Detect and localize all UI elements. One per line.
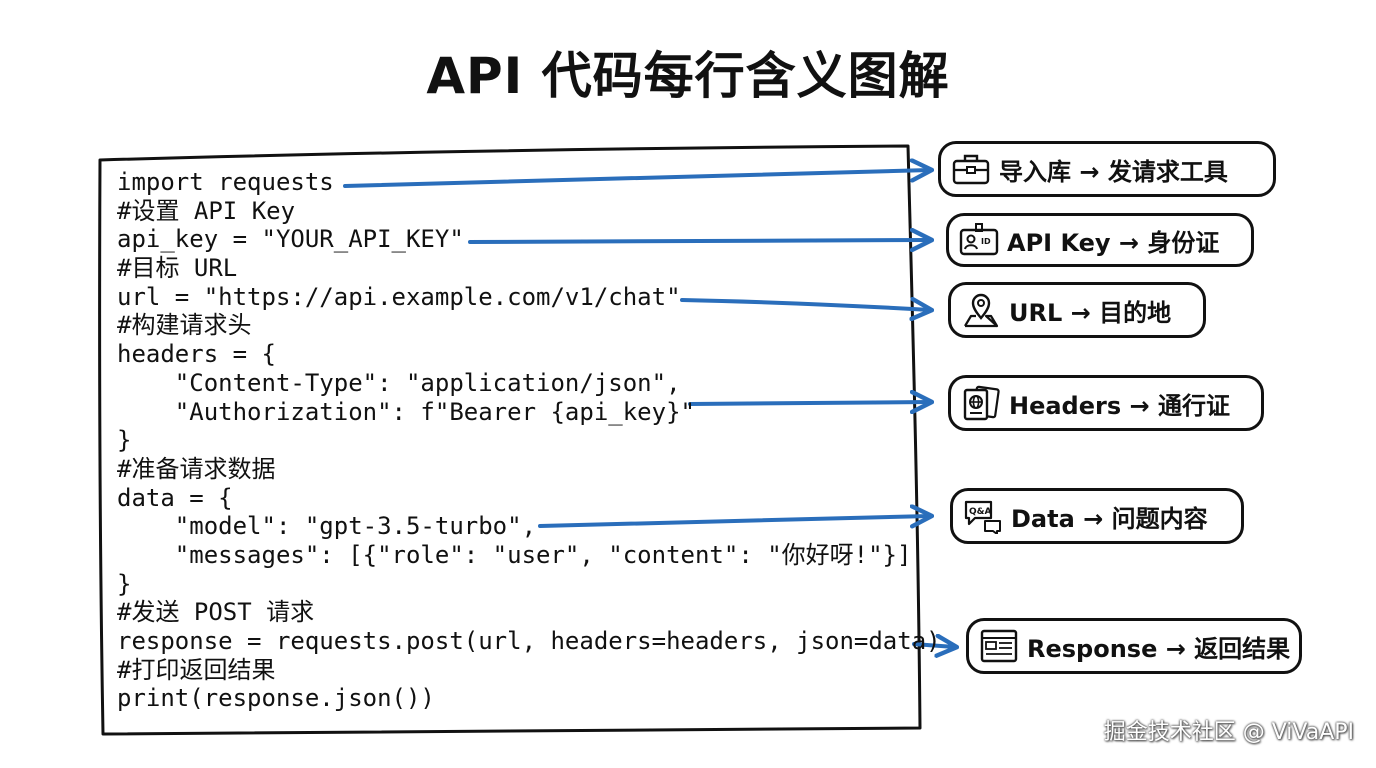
code-line: #打印返回结果: [117, 655, 276, 684]
code-line: print(response.json()): [117, 684, 435, 713]
label-headers: Headers → 通行证: [948, 375, 1264, 431]
qa-bubble-icon: Q&A: [963, 498, 1003, 534]
code-line: "Content-Type": "application/json",: [117, 368, 681, 397]
label-text: 导入库 → 发请求工具: [999, 157, 1228, 186]
connector-arrows: [343, 170, 955, 647]
code-line: #设置 API Key: [117, 196, 296, 225]
code-line: }: [117, 426, 132, 455]
code-line: "model": "gpt-3.5-turbo",: [117, 512, 537, 541]
code-frame: [98, 144, 922, 736]
label-url: URL → 目的地: [948, 282, 1206, 338]
label-data: Q&A Data → 问题内容: [950, 488, 1244, 544]
diagram-title: API 代码每行含义图解: [426, 47, 950, 105]
code-line: headers = {: [117, 340, 276, 369]
label-text: Data → 问题内容: [1011, 504, 1208, 533]
label-api-key: ID API Key → 身份证: [946, 213, 1254, 267]
code-line: data = {: [117, 483, 233, 512]
arrow-response: [912, 644, 955, 647]
code-line: #准备请求数据: [117, 454, 276, 483]
code-line: import requests: [117, 168, 334, 196]
arrow-url: [680, 300, 930, 310]
code-line: }: [117, 569, 132, 598]
map-pin-icon: [961, 292, 1001, 328]
code-line: "Authorization": f"Bearer {api_key}": [117, 397, 695, 426]
arrow-data: [538, 516, 930, 526]
id-card-icon: ID: [959, 222, 999, 258]
code-line: #目标 URL: [117, 254, 238, 283]
label-response: Response → 返回结果: [966, 618, 1302, 674]
label-import: 导入库 → 发请求工具: [938, 141, 1276, 197]
code-line: #发送 POST 请求: [117, 598, 315, 627]
label-text: Headers → 通行证: [1009, 391, 1230, 420]
svg-text:ID: ID: [981, 237, 991, 246]
toolbox-icon: [951, 151, 991, 187]
arrow-headers: [688, 402, 930, 404]
code-line: url = "https://api.example.com/v1/chat": [117, 282, 681, 311]
passport-icon: [961, 385, 1001, 421]
code-line: response = requests.post(url, headers=he…: [117, 627, 941, 655]
code-line: #构建请求头: [117, 311, 252, 340]
label-text: API Key → 身份证: [1007, 228, 1220, 257]
document-icon: [979, 628, 1019, 664]
arrow-import: [343, 170, 930, 188]
label-text: URL → 目的地: [1009, 298, 1172, 327]
arrow-api-key: [468, 240, 930, 242]
watermark: 掘金技术社区 @ ViVaAPI: [1103, 720, 1354, 745]
svg-text:Q&A: Q&A: [969, 507, 991, 517]
code-line: "messages": [{"role": "user", "content":…: [117, 540, 912, 569]
code-line: api_key = "YOUR_API_KEY": [117, 225, 464, 254]
label-text: Response → 返回结果: [1027, 634, 1291, 663]
